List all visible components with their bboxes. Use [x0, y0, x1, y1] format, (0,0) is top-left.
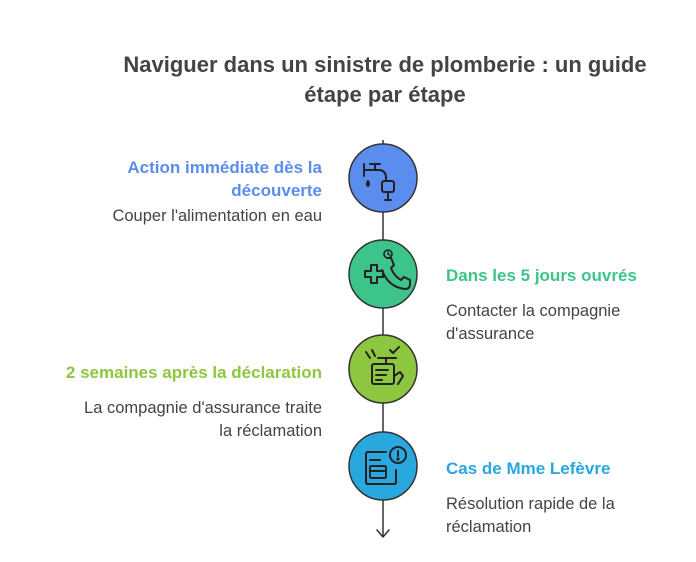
- step-1-heading: Action immédiate dès la découverte: [22, 156, 322, 202]
- step-1-heading-line-2: découverte: [231, 181, 322, 200]
- step-1-description: Couper l'alimentation en eau: [22, 205, 322, 228]
- step-3-node: [348, 334, 418, 404]
- step-2-heading-line-1: Dans les 5 jours ouvrés: [446, 266, 637, 285]
- step-4-description: Résolution rapide de la réclamation: [446, 493, 696, 539]
- step-2-description-line-1: Contacter la compagnie: [446, 302, 621, 320]
- step-4-heading: Cas de Mme Lefèvre: [446, 457, 696, 480]
- step-4-text: Cas de Mme Lefèvre Résolution rapide de …: [446, 457, 696, 539]
- step-2-text: Dans les 5 jours ouvrés Contacter la com…: [446, 264, 696, 346]
- step-1-description-line-1: Couper l'alimentation en eau: [112, 207, 322, 225]
- step-4-description-line-2: réclamation: [446, 518, 532, 536]
- timeline-arrowhead: [376, 529, 390, 538]
- step-3-description-line-1: La compagnie d'assurance traite: [84, 399, 322, 417]
- claim-document-alert-icon: [365, 446, 407, 485]
- step-4-node: [348, 431, 418, 501]
- step-1-node: [348, 143, 418, 213]
- step-4-heading-line-1: Cas de Mme Lefèvre: [446, 459, 611, 478]
- step-3-description-line-2: la réclamation: [219, 422, 322, 440]
- title-line-2: étape par étape: [304, 82, 466, 107]
- diagram-title: Naviguer dans un sinistre de plomberie :…: [90, 50, 680, 110]
- step-3-description: La compagnie d'assurance traite la récla…: [22, 397, 322, 443]
- step-3-text: 2 semaines après la déclaration La compa…: [22, 361, 322, 443]
- step-3-heading: 2 semaines après la déclaration: [22, 361, 322, 384]
- step-3-heading-line-1: 2 semaines après la déclaration: [65, 363, 322, 382]
- step-2-heading: Dans les 5 jours ouvrés: [446, 264, 696, 287]
- step-4-description-line-1: Résolution rapide de la: [446, 495, 615, 513]
- medical-phone-icon: [364, 249, 411, 290]
- step-2-node: [348, 239, 418, 309]
- step-2-description-line-2: d'assurance: [446, 325, 535, 343]
- step-1-heading-line-1: Action immédiate dès la: [127, 158, 322, 177]
- title-line-1: Naviguer dans un sinistre de plomberie :…: [123, 52, 647, 77]
- step-1-text: Action immédiate dès la découverte Coupe…: [22, 156, 322, 228]
- faucet-leak-icon: [363, 163, 395, 201]
- claim-processing-icon: [365, 346, 404, 385]
- step-2-description: Contacter la compagnie d'assurance: [446, 300, 696, 346]
